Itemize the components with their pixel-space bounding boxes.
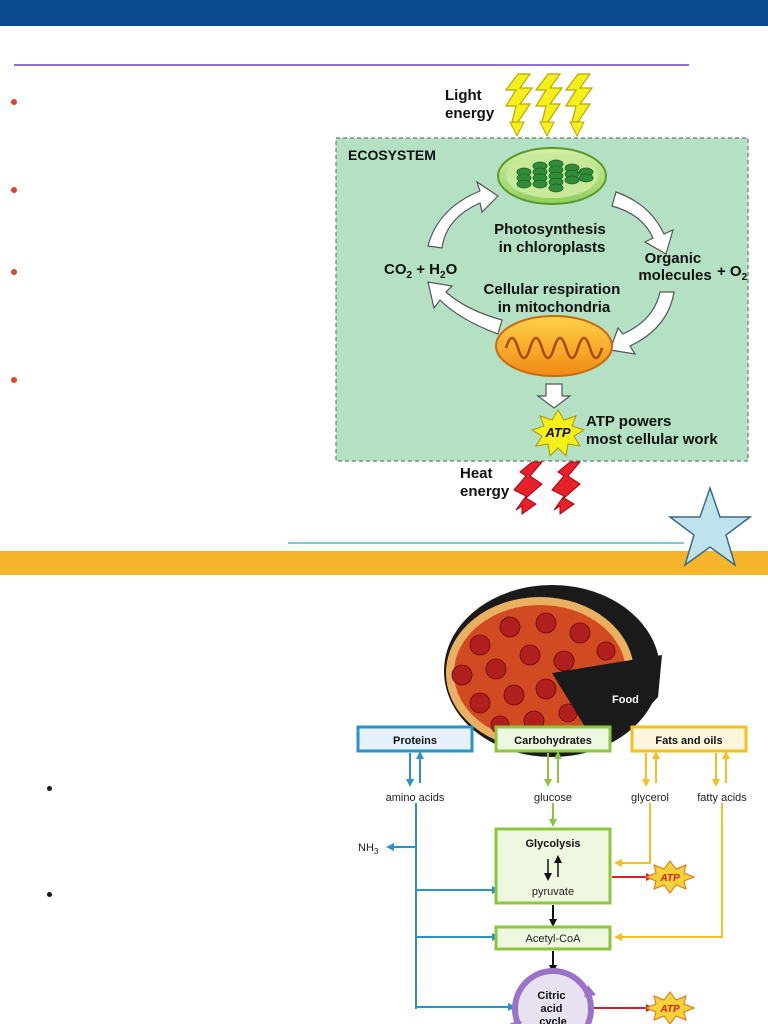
food-catabolism-diagram: Food Proteins Carbohydrates Fats and oil… [356, 585, 748, 1024]
light-arrowhead-1 [509, 121, 525, 138]
svg-text:ATP: ATP [659, 873, 680, 884]
svg-text:ATP: ATP [659, 1004, 680, 1015]
fats-box [630, 725, 748, 753]
atp-burst-citric: ATP [644, 991, 696, 1024]
proteins-box [356, 725, 474, 753]
atp-burst: ATP [530, 409, 586, 458]
light-energy-label: Light energy [445, 87, 495, 122]
glycerol-label: glycerol [631, 792, 669, 804]
atp-burst-glycolysis: ATP [644, 860, 696, 894]
section-band [0, 551, 768, 575]
ecosystem-label: ECOSYSTEM [348, 147, 436, 163]
bullet-point-1 [11, 99, 17, 105]
fatty-acids-label: fatty acids [697, 792, 747, 804]
svg-text:ATP: ATP [544, 425, 570, 440]
mitochondrion-illustration [495, 315, 613, 377]
light-energy-bolts [504, 73, 594, 123]
plus-o2-label: + O2 [717, 263, 748, 283]
pizza-illustration: Food [444, 585, 662, 757]
title-underline [14, 64, 689, 66]
svg-text:Citric acid cycle: Citric acid cycle [537, 990, 568, 1024]
carb-pathway-arrows [547, 753, 559, 821]
fat-pathway-arrows [618, 753, 727, 938]
bullet-point-6 [47, 892, 52, 897]
down-arrow-to-atp [536, 383, 572, 409]
bullet-point-4 [11, 377, 17, 383]
atp-powers-label: ATP powers most cellular work [586, 413, 718, 448]
acetyl-coa-box [494, 925, 612, 951]
glucose-label: glucose [534, 792, 572, 804]
svg-text:Proteins: Proteins [393, 735, 437, 747]
glycolysis-box [494, 827, 612, 905]
ecosystem-diagram: Light energy ECOSYSTEM Photosynthesis in… [335, 73, 749, 515]
svg-text:Acetyl-CoA: Acetyl-CoA [525, 933, 581, 945]
light-arrowhead-3 [569, 121, 585, 138]
heat-energy-label: Heat energy [460, 465, 510, 500]
protein-pathway-arrows [390, 753, 512, 1009]
bullet-point-2 [11, 187, 17, 193]
carbohydrates-box [494, 725, 612, 753]
svg-text:Fats and oils: Fats and oils [655, 735, 722, 747]
chloroplast-illustration [497, 147, 607, 205]
svg-text:Food: Food [612, 694, 639, 706]
heat-energy-bolts [513, 461, 582, 515]
citric-acid-cycle: Citric acid cycle [510, 968, 596, 1024]
nh3-label: NH3 [358, 842, 379, 856]
svg-text:Glycolysis: Glycolysis [525, 838, 580, 850]
photosynthesis-label: Photosynthesis in chloroplasts [494, 221, 610, 256]
svg-text:Carbohydrates: Carbohydrates [514, 735, 592, 747]
co2-h2o-label: CO2 + H2O [384, 261, 458, 281]
star-icon [668, 485, 752, 567]
light-arrowhead-2 [539, 121, 555, 138]
bullet-point-5 [47, 786, 52, 791]
section-divider-line [288, 542, 684, 544]
svg-text:pyruvate: pyruvate [532, 886, 574, 898]
organic-molecules-label: Organic molecules [638, 250, 711, 284]
amino-acids-label: amino acids [386, 792, 445, 804]
respiration-label: Cellular respiration in mitochondria [484, 281, 625, 316]
bullet-point-3 [11, 269, 17, 275]
header-bar [0, 0, 768, 26]
